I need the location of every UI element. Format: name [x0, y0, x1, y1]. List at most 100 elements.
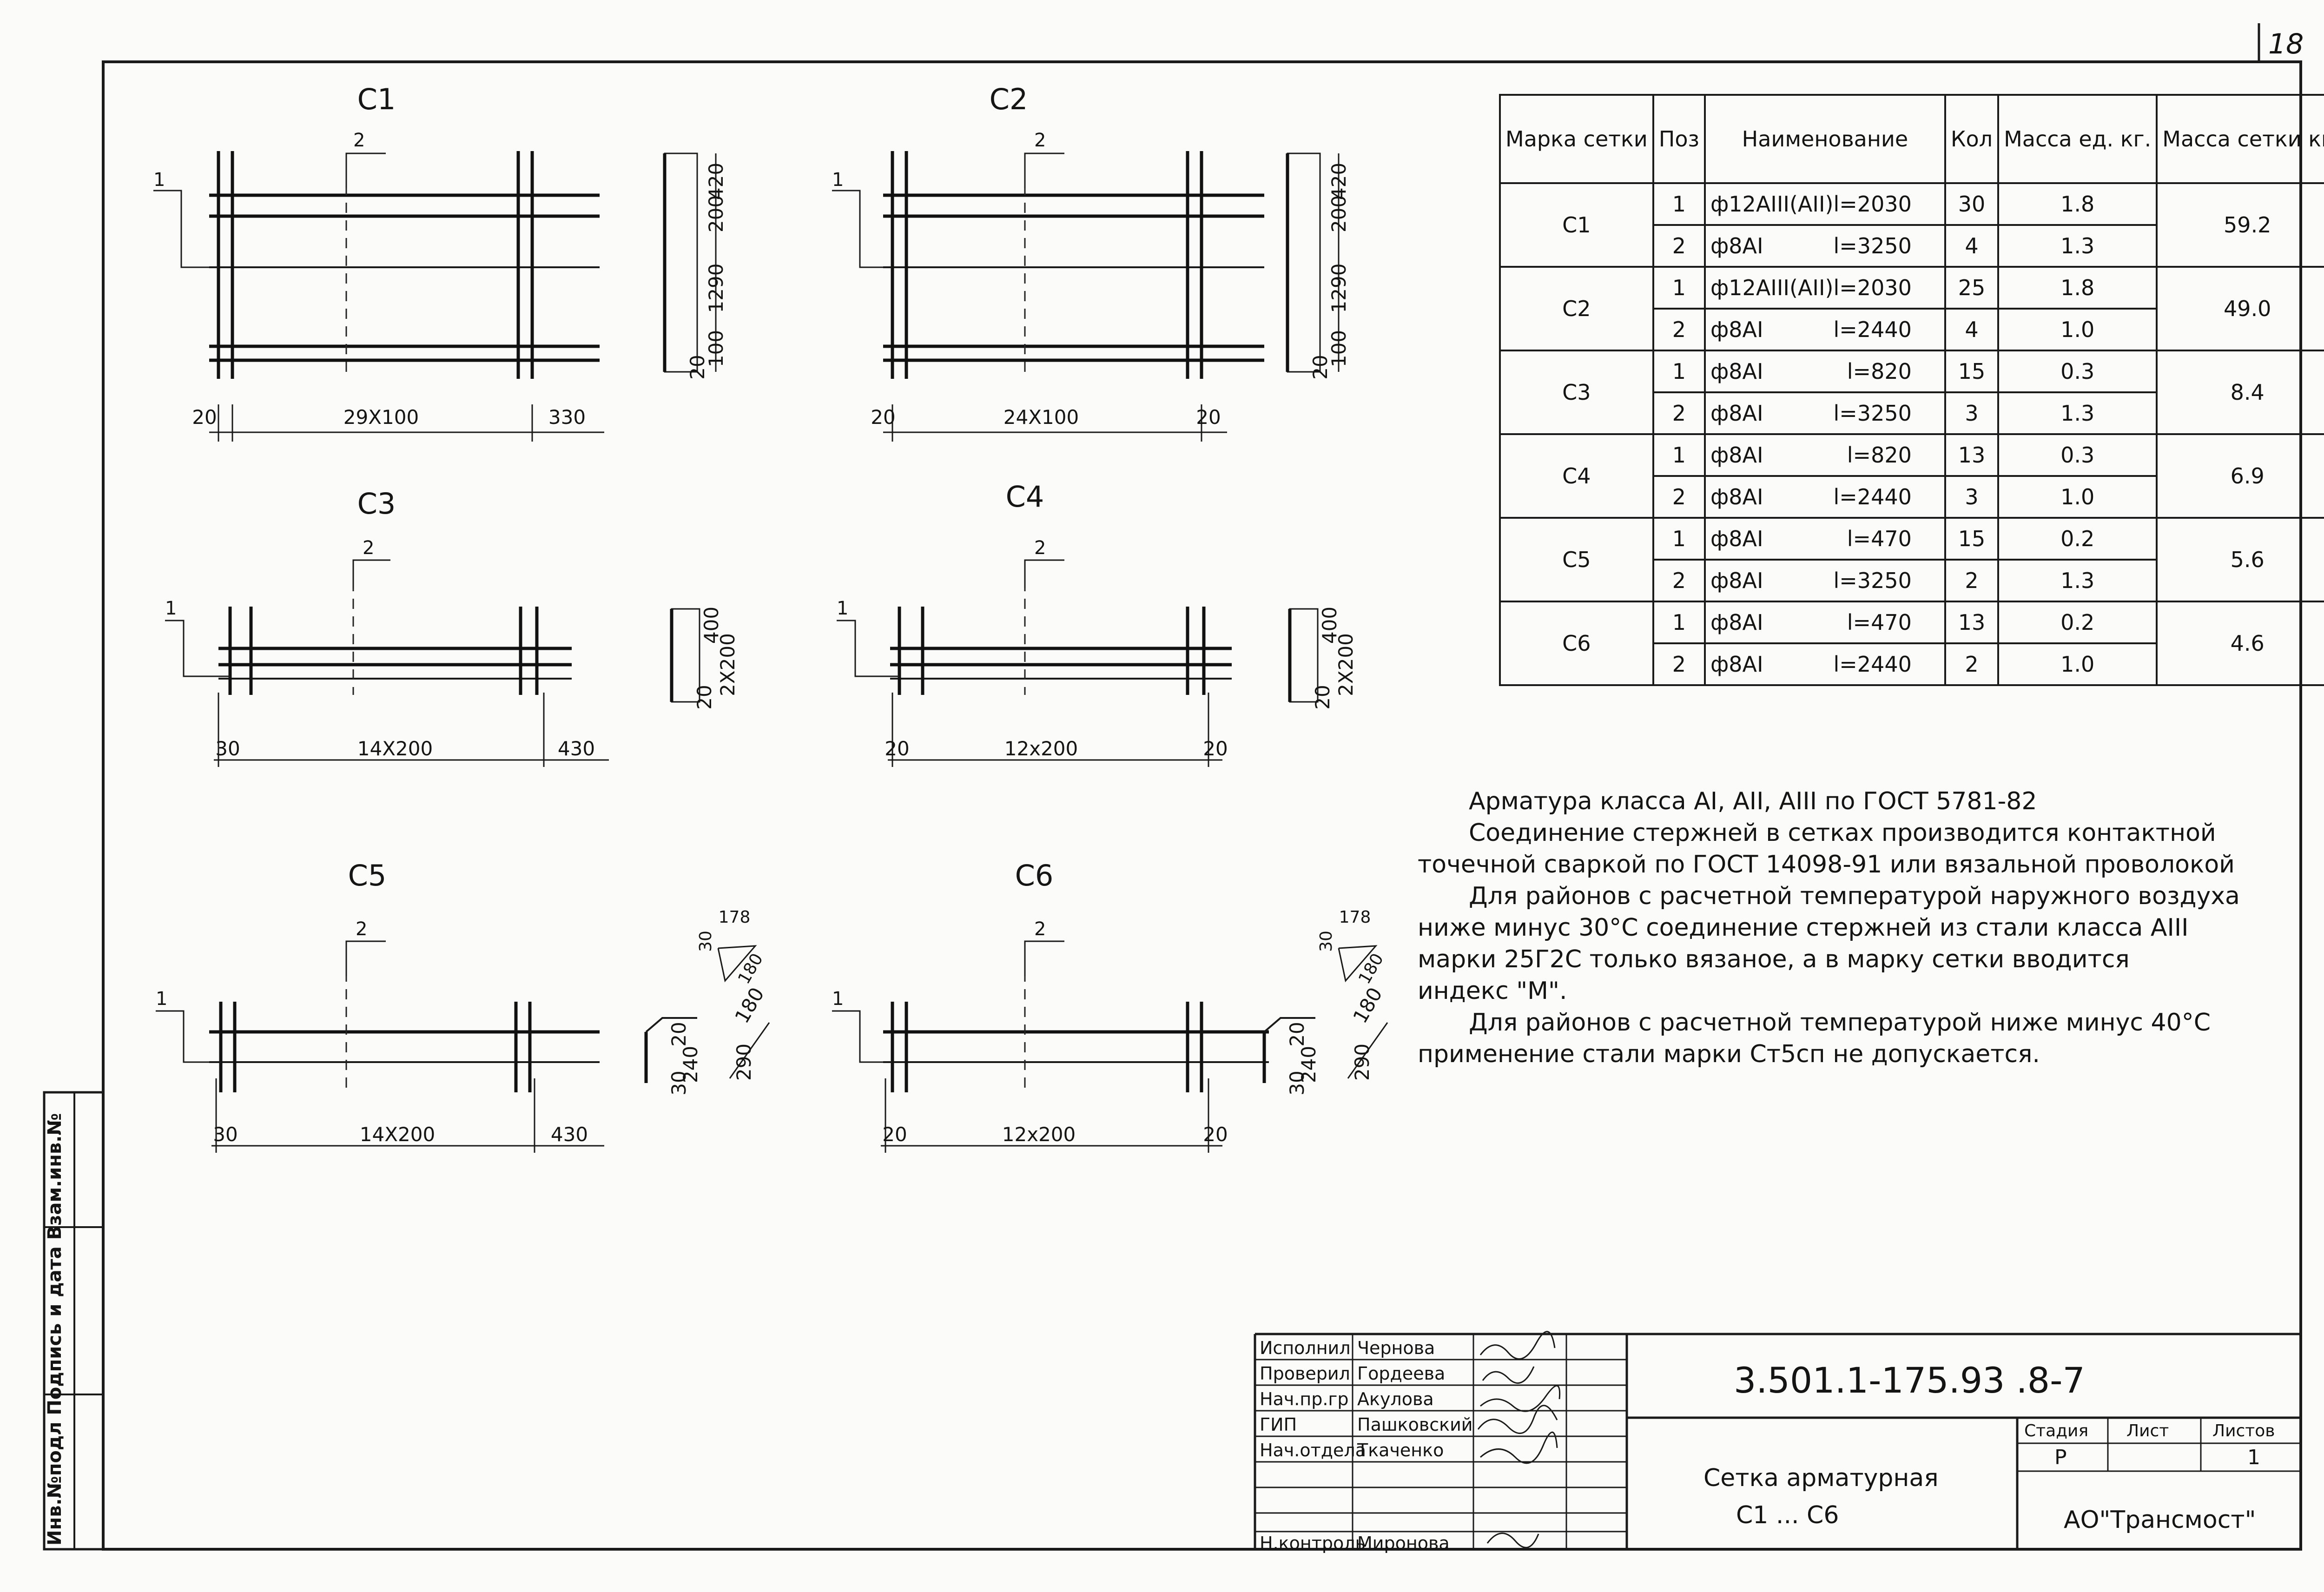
svg-text:290: 290 [733, 1044, 755, 1081]
svg-text:180: 180 [734, 950, 767, 987]
svg-text:30: 30 [667, 1070, 690, 1095]
svg-text:2: 2 [1034, 130, 1046, 151]
bar-diameter: ф8АI [1710, 652, 1763, 677]
svg-text:1290: 1290 [1327, 264, 1350, 313]
bar-diameter: ф8АI [1710, 484, 1763, 509]
quantity: 3 [1944, 391, 2000, 435]
svg-text:2: 2 [353, 130, 365, 151]
mesh-c4-drawing [837, 559, 1319, 767]
total-mass: 8.4 [2156, 350, 2324, 435]
note-line: применение стали марки Ст5сп не допускае… [1418, 1040, 2040, 1068]
note-line: ниже минус 30°С соединение стержней из с… [1418, 914, 2189, 942]
role-label: Нач.отдела [1260, 1440, 1367, 1460]
unit-mass: 1.3 [1997, 391, 2158, 435]
unit-mass: 1.0 [1997, 642, 2158, 686]
svg-text:240: 240 [1297, 1046, 1320, 1083]
position: 1 [1652, 433, 1706, 477]
svg-text:20: 20 [871, 406, 895, 429]
mesh-c6-title: С6 [1015, 859, 1054, 892]
mesh-c6-span-dim: 12x200 [1002, 1123, 1076, 1146]
mesh-c3-span-dim: 14X200 [357, 737, 433, 760]
person-name: Чернова [1357, 1338, 1435, 1358]
svg-text:180: 180 [1348, 984, 1387, 1027]
position: 2 [1652, 475, 1706, 519]
svg-text:200: 200 [705, 195, 727, 232]
mesh-c3-title: С3 [357, 487, 396, 521]
quantity: 30 [1944, 182, 2000, 226]
svg-text:20: 20 [1309, 355, 1332, 379]
note-line: марки 25Г2С только вязаное, а в марку се… [1418, 945, 2130, 973]
person-name: Миронова [1357, 1533, 1450, 1553]
quantity: 25 [1944, 266, 2000, 310]
col-kol: Кол [1944, 94, 2000, 184]
position: 1 [1652, 266, 1706, 310]
mesh-c2-drawing [832, 151, 1340, 442]
position: 2 [1652, 642, 1706, 686]
mesh-c6-drawing [832, 940, 1388, 1153]
svg-text:1: 1 [832, 169, 844, 191]
position: 2 [1652, 224, 1706, 268]
bar-diameter: ф8АI [1710, 401, 1763, 426]
spec-table-header: Марка сетки Поз Наименование Кол Масса е… [1499, 94, 2324, 184]
bar-diameter: ф8АI [1710, 317, 1763, 342]
svg-text:1: 1 [837, 598, 848, 619]
person-name: Пашковский [1357, 1414, 1473, 1435]
notes: Арматура класса АI, АII, АIII по ГОСТ 57… [1418, 786, 2301, 1070]
svg-text:20: 20 [885, 737, 909, 760]
svg-text:240: 240 [679, 1046, 702, 1083]
side-stamp-label: Инв.№подл Подпись и дата Взам.инв.№ [44, 1113, 66, 1546]
bar-name: ф8АI l=3250 [1703, 224, 1946, 268]
bar-name: ф8АI l=3250 [1703, 391, 1946, 435]
note-line: Для районов с расчетной температурой ниж… [1469, 1009, 2211, 1037]
unit-mass: 0.2 [1997, 517, 2158, 561]
bar-diameter: ф8АI [1710, 526, 1763, 551]
svg-text:2: 2 [356, 918, 367, 940]
svg-text:330: 330 [548, 406, 586, 429]
mesh-mark: С5 [1499, 517, 1654, 602]
spec-table: Марка сетки Поз Наименование Кол Масса е… [1499, 94, 2324, 686]
svg-text:100: 100 [705, 330, 727, 367]
mesh-mark: С2 [1499, 266, 1654, 351]
mesh-mark: С4 [1499, 433, 1654, 519]
svg-text:2: 2 [1034, 918, 1046, 940]
svg-text:30: 30 [213, 1123, 238, 1146]
quantity: 15 [1944, 517, 2000, 561]
bar-length: l=2030 [1833, 192, 1912, 217]
unit-mass: 0.2 [1997, 601, 2158, 644]
role-label: Исполнил [1260, 1338, 1351, 1358]
total-mass: 59.2 [2156, 182, 2324, 268]
unit-mass: 0.3 [1997, 433, 2158, 477]
organization: АО"Трансмост" [2064, 1506, 2256, 1534]
svg-text:420: 420 [705, 163, 727, 200]
svg-text:2: 2 [1034, 537, 1046, 559]
title-block-grid [1254, 1331, 2301, 1549]
svg-text:430: 430 [551, 1123, 588, 1146]
bar-diameter: ф8АI [1710, 233, 1763, 258]
bar-length: l=3250 [1833, 233, 1912, 258]
note-line: Соединение стержней в сетках производитс… [1469, 819, 2216, 847]
sheet-border [102, 60, 2302, 1551]
bar-length: l=3250 [1833, 401, 1912, 426]
mesh-c1-title: С1 [357, 82, 396, 116]
position: 1 [1652, 601, 1706, 644]
mesh-c4-span-dim: 12x200 [1004, 737, 1078, 760]
bar-length: l=2440 [1833, 317, 1912, 342]
svg-text:420: 420 [1327, 163, 1350, 200]
svg-text:1: 1 [156, 988, 167, 1010]
svg-text:30: 30 [215, 737, 240, 760]
bar-name: ф12АIII(АII)l=2030 [1703, 182, 1946, 226]
svg-text:20: 20 [1203, 1123, 1228, 1146]
mesh-c2-title: С2 [990, 82, 1028, 116]
svg-text:20: 20 [192, 406, 217, 429]
